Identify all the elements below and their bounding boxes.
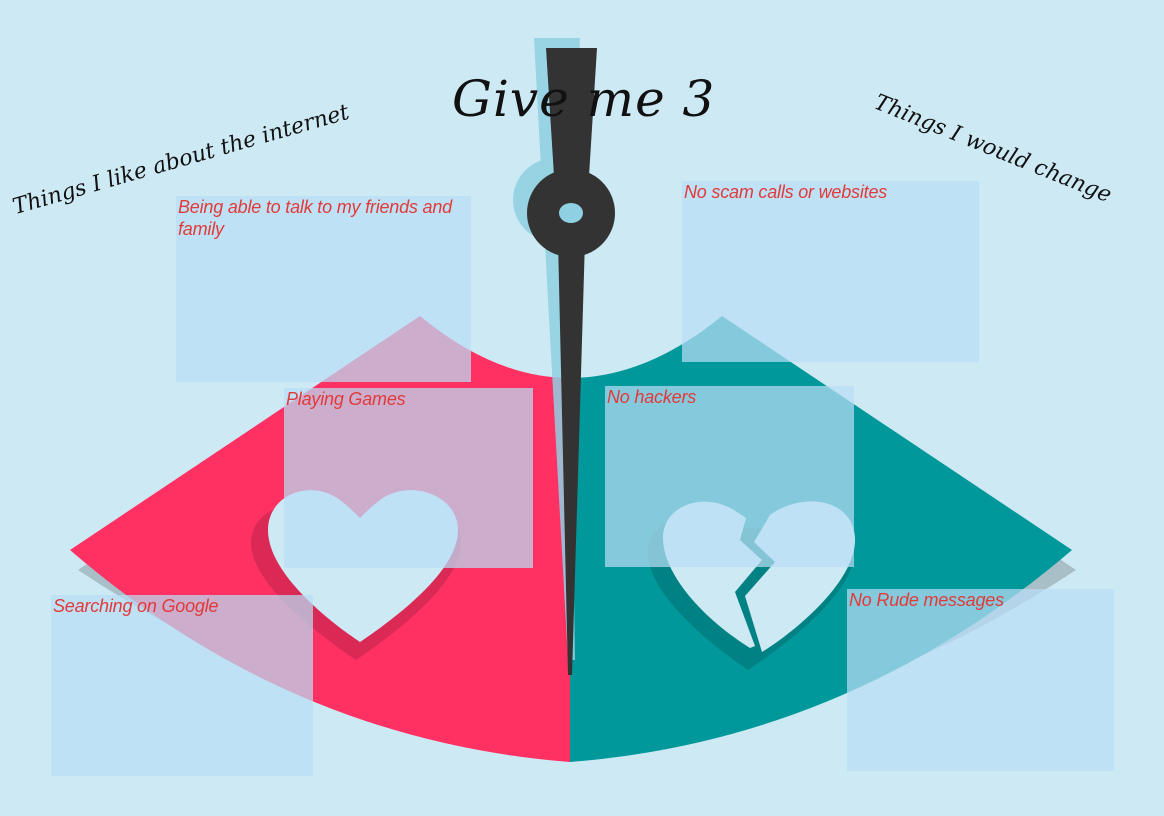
page-title: Give me 3 xyxy=(452,70,716,128)
note-hackers-text: No hackers xyxy=(607,387,697,407)
note-google[interactable]: Searching on Google xyxy=(51,595,313,776)
note-talk[interactable]: Being able to talk to my friends and fam… xyxy=(176,196,471,382)
note-games-text: Playing Games xyxy=(286,389,406,409)
note-hackers[interactable]: No hackers xyxy=(605,386,854,567)
note-scam-text: No scam calls or websites xyxy=(684,182,888,202)
note-google-text: Searching on Google xyxy=(53,596,219,616)
needle-hub-hole xyxy=(559,203,583,223)
note-scam[interactable]: No scam calls or websites xyxy=(682,181,979,362)
note-rude[interactable]: No Rude messages xyxy=(847,589,1114,771)
note-talk-text: Being able to talk to my friends and fam… xyxy=(178,197,452,239)
note-rude-text: No Rude messages xyxy=(849,590,1004,610)
note-games[interactable]: Playing Games xyxy=(284,388,533,568)
